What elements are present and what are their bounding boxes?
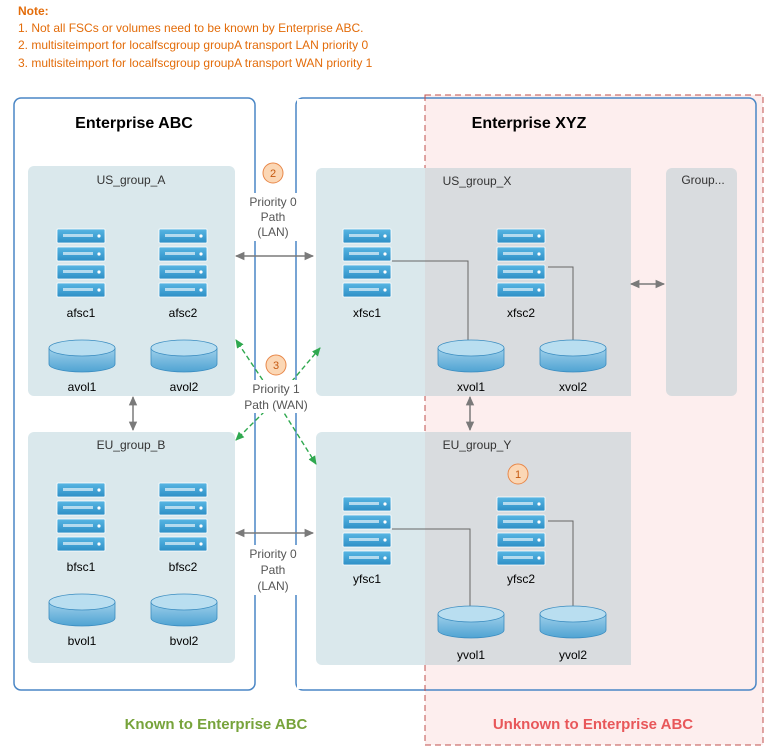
badge-1: 1 — [507, 463, 529, 485]
volume-avol2-label: avol2 — [170, 380, 199, 394]
server-afsc2-icon — [158, 228, 208, 298]
lan-bottom-line-1: Priority 0 — [249, 547, 297, 561]
server-bfsc1-icon — [56, 482, 106, 552]
wan-line-1: Priority 1 — [252, 382, 300, 396]
volume-bvol1-label: bvol1 — [68, 634, 97, 648]
server-bfsc2-label: bfsc2 — [169, 560, 198, 574]
svg-text:1: 1 — [515, 469, 521, 481]
unknown-label: Unknown to Enterprise ABC — [493, 716, 693, 733]
server-yfsc2-label: yfsc2 — [507, 572, 535, 586]
group-a-box — [28, 166, 235, 396]
server-xfsc2-label: xfsc2 — [507, 306, 535, 320]
group-other-label: Group... — [681, 173, 724, 187]
group-a-label: US_group_A — [97, 173, 166, 187]
lan-bottom-line-3: (LAN) — [257, 579, 288, 593]
wan-line-2: Path (WAN) — [244, 398, 308, 412]
server-xfsc2-icon — [496, 228, 546, 298]
lan-arrows — [128, 251, 666, 538]
volume-xvol2-label: xvol2 — [559, 380, 587, 394]
volume-yvol2-icon — [539, 605, 607, 639]
volume-xvol1-label: xvol1 — [457, 380, 485, 394]
server-bfsc1-label: bfsc1 — [67, 560, 96, 574]
note-line-1: 1. Not all FSCs or volumes need to be kn… — [18, 21, 364, 35]
volume-yvol1-icon — [437, 605, 505, 639]
server-afsc2-label: afsc2 — [169, 306, 198, 320]
server-yfsc2-icon — [496, 496, 546, 566]
note-line-2: 2. multisiteimport for localfscgroup gro… — [18, 38, 369, 52]
group-b-label: EU_group_B — [97, 438, 166, 452]
note-title: Note: — [18, 4, 49, 18]
server-xfsc1-icon — [342, 228, 392, 298]
server-bfsc2-icon — [158, 482, 208, 552]
unknown-region-border — [424, 94, 764, 746]
group-y-label: EU_group_Y — [443, 438, 512, 452]
known-label: Known to Enterprise ABC — [125, 716, 308, 733]
badge-2: 2 — [262, 162, 284, 184]
volume-connectors — [392, 260, 574, 606]
server-xfsc1-label: xfsc1 — [353, 306, 381, 320]
volume-avol1-icon — [48, 339, 116, 373]
volume-bvol2-label: bvol2 — [170, 634, 199, 648]
volume-avol2-icon — [150, 339, 218, 373]
badge-3: 3 — [265, 354, 287, 376]
server-yfsc1-icon — [342, 496, 392, 566]
volume-avol1-label: avol1 — [68, 380, 97, 394]
volume-yvol1-label: yvol1 — [457, 648, 485, 662]
volume-xvol2-icon — [539, 339, 607, 373]
svg-text:3: 3 — [273, 360, 279, 372]
lan-bottom-line-2: Path — [261, 563, 286, 577]
volume-bvol2-icon — [150, 593, 218, 627]
volume-bvol1-icon — [48, 593, 116, 627]
lan-top-line-2: Path — [261, 210, 286, 224]
server-afsc1-label: afsc1 — [67, 306, 96, 320]
volume-yvol2-label: yvol2 — [559, 648, 587, 662]
lan-top-line-3: (LAN) — [257, 225, 288, 239]
server-afsc1-icon — [56, 228, 106, 298]
svg-text:2: 2 — [270, 168, 276, 180]
server-yfsc1-label: yfsc1 — [353, 572, 381, 586]
note-line-3: 3. multisiteimport for localfscgroup gro… — [18, 56, 373, 70]
volume-xvol1-icon — [437, 339, 505, 373]
group-x-label: US_group_X — [443, 174, 512, 188]
group-other-box — [666, 168, 737, 396]
lan-top-line-1: Priority 0 — [249, 195, 297, 209]
enterprise-xyz-title: Enterprise XYZ — [472, 115, 587, 132]
enterprise-abc-title: Enterprise ABC — [75, 115, 193, 132]
